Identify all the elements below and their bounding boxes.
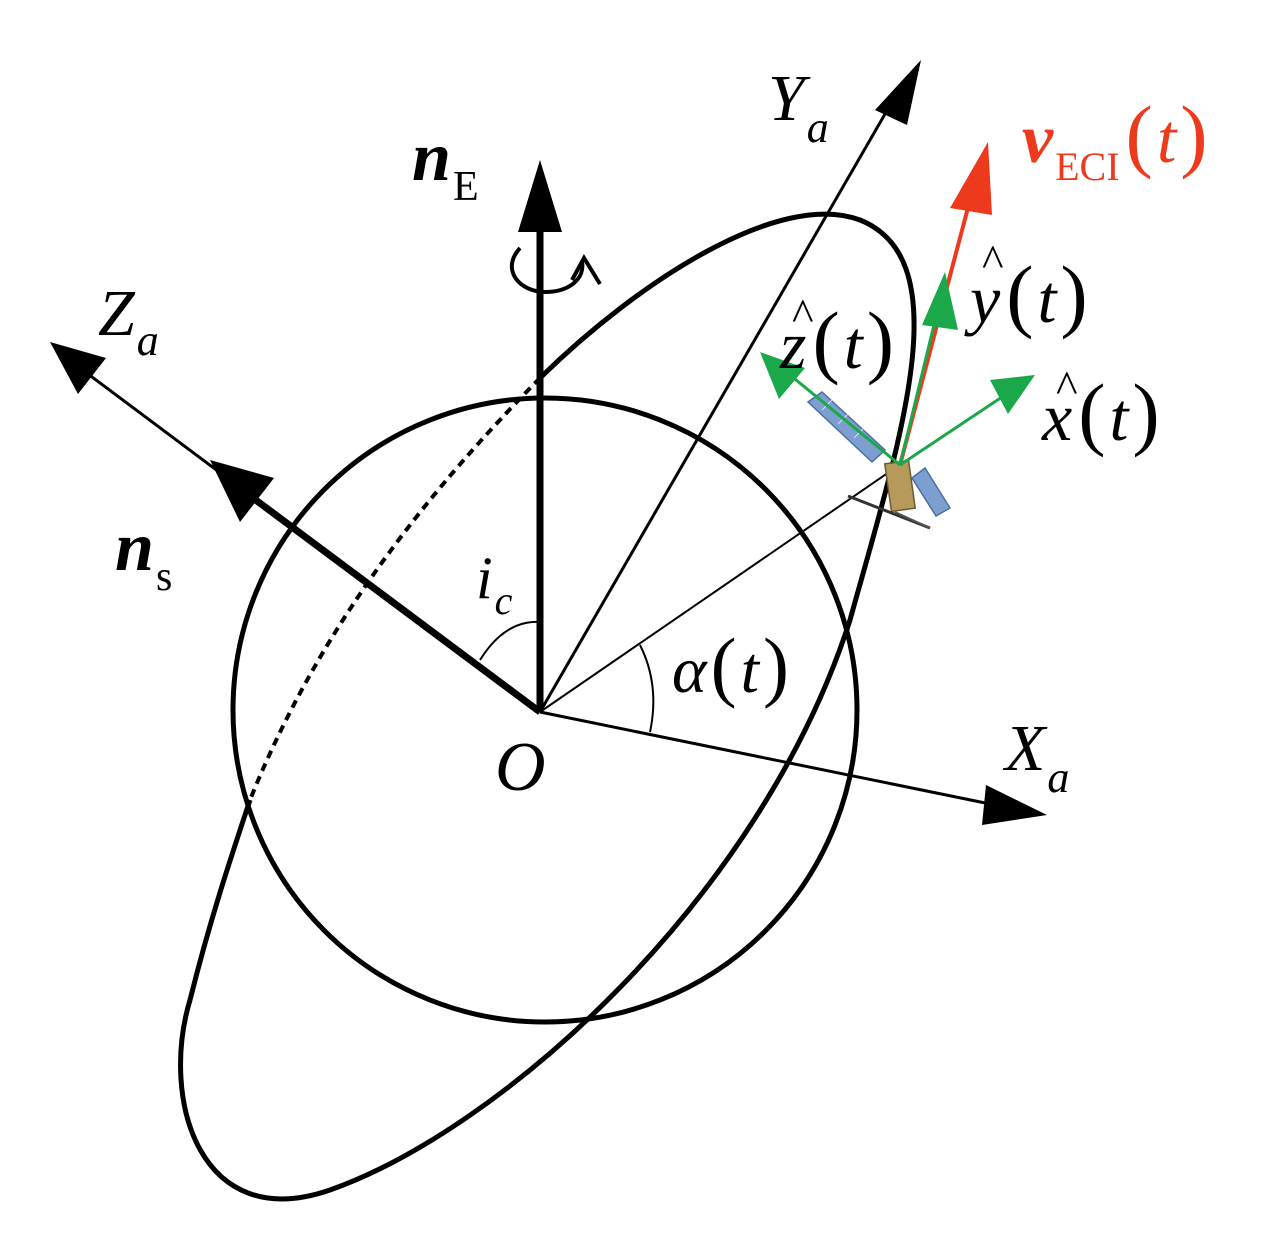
label-ya: Ya: [768, 62, 829, 152]
label-zhat-hat: ^: [792, 289, 814, 340]
rotation-arrow-head: [570, 254, 602, 286]
xhat-axis-arrowhead: [990, 375, 1035, 414]
label-ne: nE: [412, 119, 479, 210]
label-origin: O: [495, 729, 546, 806]
satellite-body: [883, 459, 917, 513]
orbit-ellipse: [178, 211, 917, 1202]
ya-axis-line: [538, 87, 902, 713]
zhat-axis-line: [789, 373, 901, 467]
label-zhat: z(t): [779, 295, 894, 386]
solar-panel-lower: [911, 466, 952, 518]
label-xa: Xa: [1002, 712, 1069, 802]
ns-vector-line: [242, 489, 543, 715]
label-ic: ic: [476, 545, 513, 623]
xhat-axis-line: [899, 393, 1006, 467]
earth-circle: [230, 395, 860, 1025]
rotation-arrow-icon: [509, 246, 585, 295]
label-ns: ns: [115, 509, 172, 600]
satellite-icon: [806, 391, 952, 530]
ns-vector-arrowhead: [210, 460, 274, 522]
angle-alpha-arc: [639, 644, 655, 733]
yhat-axis-arrowhead: [922, 272, 958, 330]
velocity-vector-arrowhead: [950, 142, 992, 215]
label-yhat-hat: ^: [982, 235, 1004, 286]
label-veci: vECI(t): [1022, 89, 1208, 189]
xa-axis-arrowhead: [982, 785, 1047, 825]
label-yhat: y(t): [964, 249, 1088, 340]
label-xhat: x(t): [1041, 367, 1160, 458]
zhat-axis-arrowhead: [760, 352, 805, 399]
solar-panel-upper: [806, 391, 887, 464]
label-za: Za: [98, 277, 159, 365]
ya-axis-arrowhead: [875, 60, 921, 125]
ne-vector-arrowhead: [518, 160, 562, 232]
label-alpha: α(t): [672, 622, 789, 709]
xa-axis-line: [539, 710, 1001, 808]
za-axis-arrowhead: [50, 342, 106, 394]
angle-ic-arc: [479, 620, 541, 661]
satellite-position-line: [539, 467, 896, 713]
yhat-axis-line: [898, 299, 942, 466]
label-xhat-hat: ^: [1056, 361, 1078, 412]
